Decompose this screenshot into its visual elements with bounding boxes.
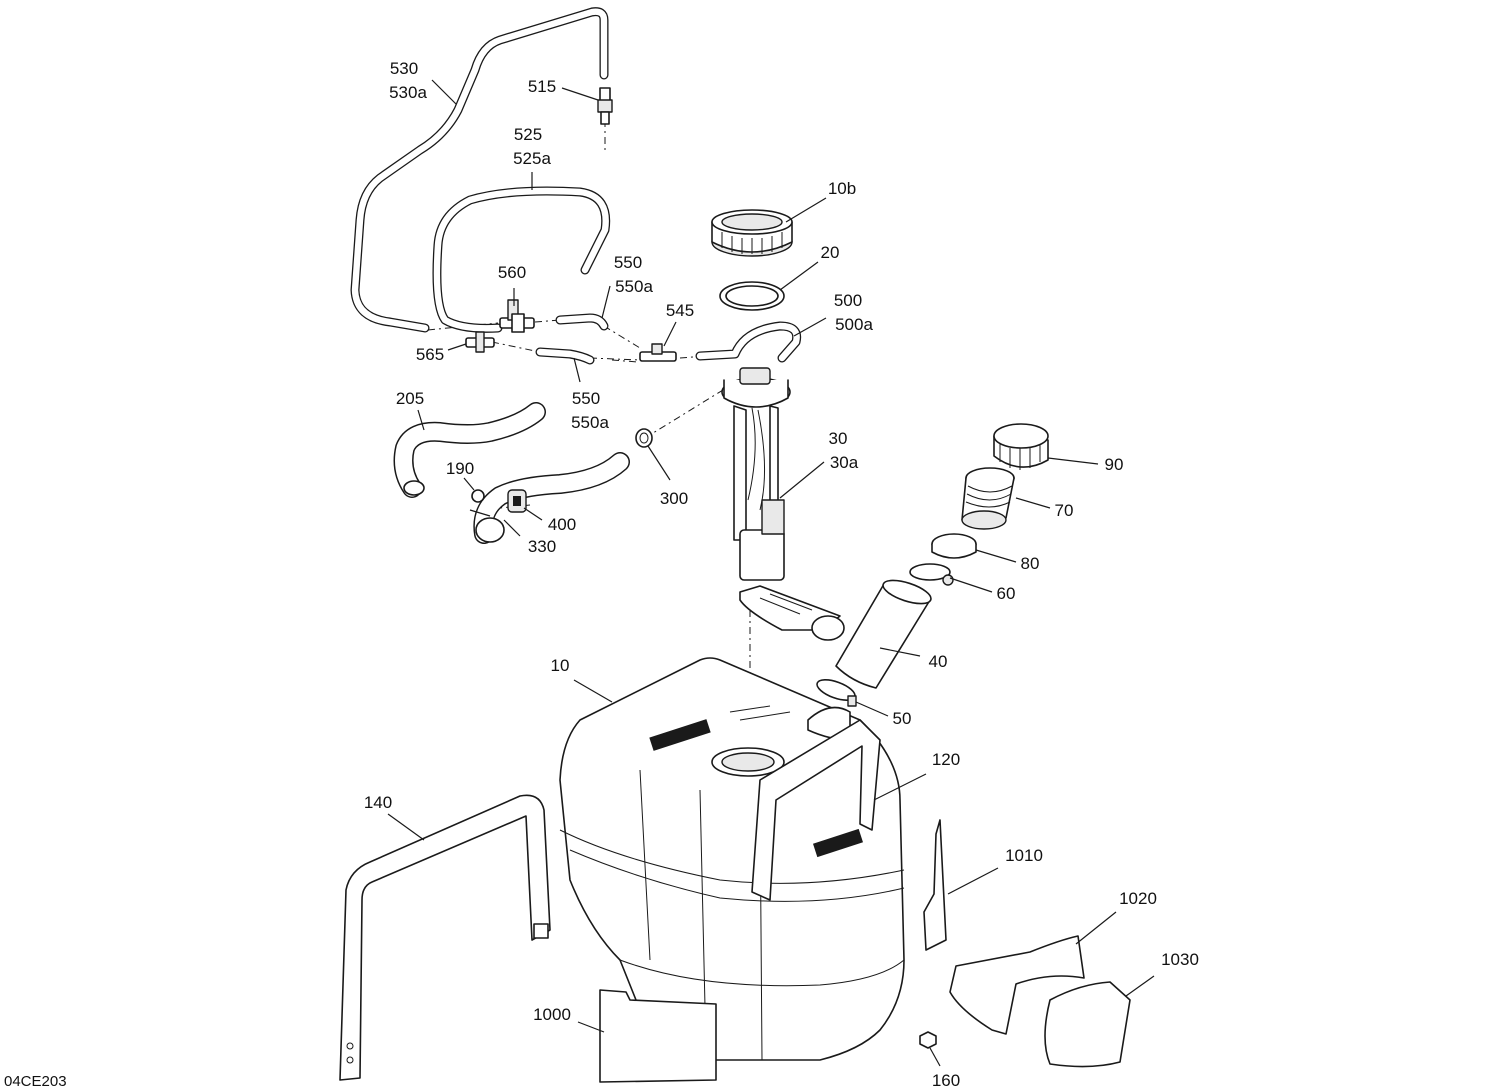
callout-10b: 10b xyxy=(828,179,856,198)
callout-190: 190 xyxy=(446,459,474,478)
hose-205 xyxy=(393,402,546,498)
heat-shield-1000 xyxy=(599,989,717,1083)
callout-1030: 1030 xyxy=(1161,950,1199,969)
seal-ring-20 xyxy=(719,281,785,311)
callout-400: 400 xyxy=(548,515,576,534)
callout-300: 300 xyxy=(660,489,688,508)
callout-80: 80 xyxy=(1021,554,1040,573)
callout-330: 330 xyxy=(528,537,556,556)
callout-40: 40 xyxy=(929,652,948,671)
callout-10: 10 xyxy=(551,656,570,675)
filler-neck-70 xyxy=(961,467,1015,530)
vent-hose-330 xyxy=(473,452,630,544)
callout-70: 70 xyxy=(1055,501,1074,520)
filler-hose-40 xyxy=(835,579,932,689)
callout-550a: 550a xyxy=(615,277,653,296)
connector-560 xyxy=(499,299,535,333)
drawing-reference: 04CE203 xyxy=(4,1073,67,1090)
hose-500 xyxy=(695,321,802,363)
lock-ring-10b xyxy=(711,209,793,257)
callout-50: 50 xyxy=(893,709,912,728)
clamp-400 xyxy=(507,489,527,513)
clamp-80 xyxy=(931,533,977,559)
nut-160 xyxy=(919,1031,937,1049)
fuel-pump-module-30 xyxy=(721,367,845,641)
callout-90: 90 xyxy=(1105,455,1124,474)
tee-545 xyxy=(639,343,677,362)
callout-560: 560 xyxy=(498,263,526,282)
callout-60: 60 xyxy=(997,584,1016,603)
callout-20: 20 xyxy=(821,243,840,262)
clamp-60 xyxy=(909,563,954,586)
callout-500a: 500a xyxy=(835,315,873,334)
callout-120: 120 xyxy=(932,750,960,769)
connector-565 xyxy=(465,331,495,353)
callout-550a-lower: 550a xyxy=(571,413,609,432)
callout-1020: 1020 xyxy=(1119,889,1157,908)
callout-545: 545 xyxy=(666,301,694,320)
callout-525a: 525a xyxy=(513,149,551,168)
callout-530a: 530a xyxy=(389,83,427,102)
callout-205: 205 xyxy=(396,389,424,408)
hose-530 xyxy=(350,7,609,333)
filler-cap-90 xyxy=(993,423,1049,470)
heat-shield-1020 xyxy=(949,935,1085,1035)
leader-lines xyxy=(387,79,1155,1067)
tank-strap-120 xyxy=(751,719,881,901)
callout-500: 500 xyxy=(834,291,862,310)
callout-565: 565 xyxy=(416,345,444,364)
callout-550: 550 xyxy=(614,253,642,272)
heat-shield-1030 xyxy=(1044,981,1131,1068)
callout-labels: 530 530a 515 525 525a 10b 20 560 550 550… xyxy=(364,59,1199,1090)
callout-530: 530 xyxy=(390,59,418,78)
callout-515: 515 xyxy=(528,77,556,96)
callout-1000: 1000 xyxy=(533,1005,571,1024)
hose-525 xyxy=(432,186,611,333)
tank-strap-140 xyxy=(339,794,551,1081)
callout-160: 160 xyxy=(932,1071,960,1090)
clamp-50 xyxy=(816,679,857,707)
screw-190 xyxy=(469,489,491,517)
heat-shield-1010 xyxy=(923,819,947,951)
callout-525: 525 xyxy=(514,125,542,144)
fitting-515 xyxy=(597,87,613,125)
hose-550-upper xyxy=(555,313,609,331)
callout-140: 140 xyxy=(364,793,392,812)
callout-550-lower: 550 xyxy=(572,389,600,408)
callout-30a: 30a xyxy=(830,453,859,472)
callout-30: 30 xyxy=(829,429,848,448)
callout-1010: 1010 xyxy=(1005,846,1043,865)
hose-550-lower xyxy=(535,347,595,365)
grommet-300 xyxy=(635,428,653,448)
